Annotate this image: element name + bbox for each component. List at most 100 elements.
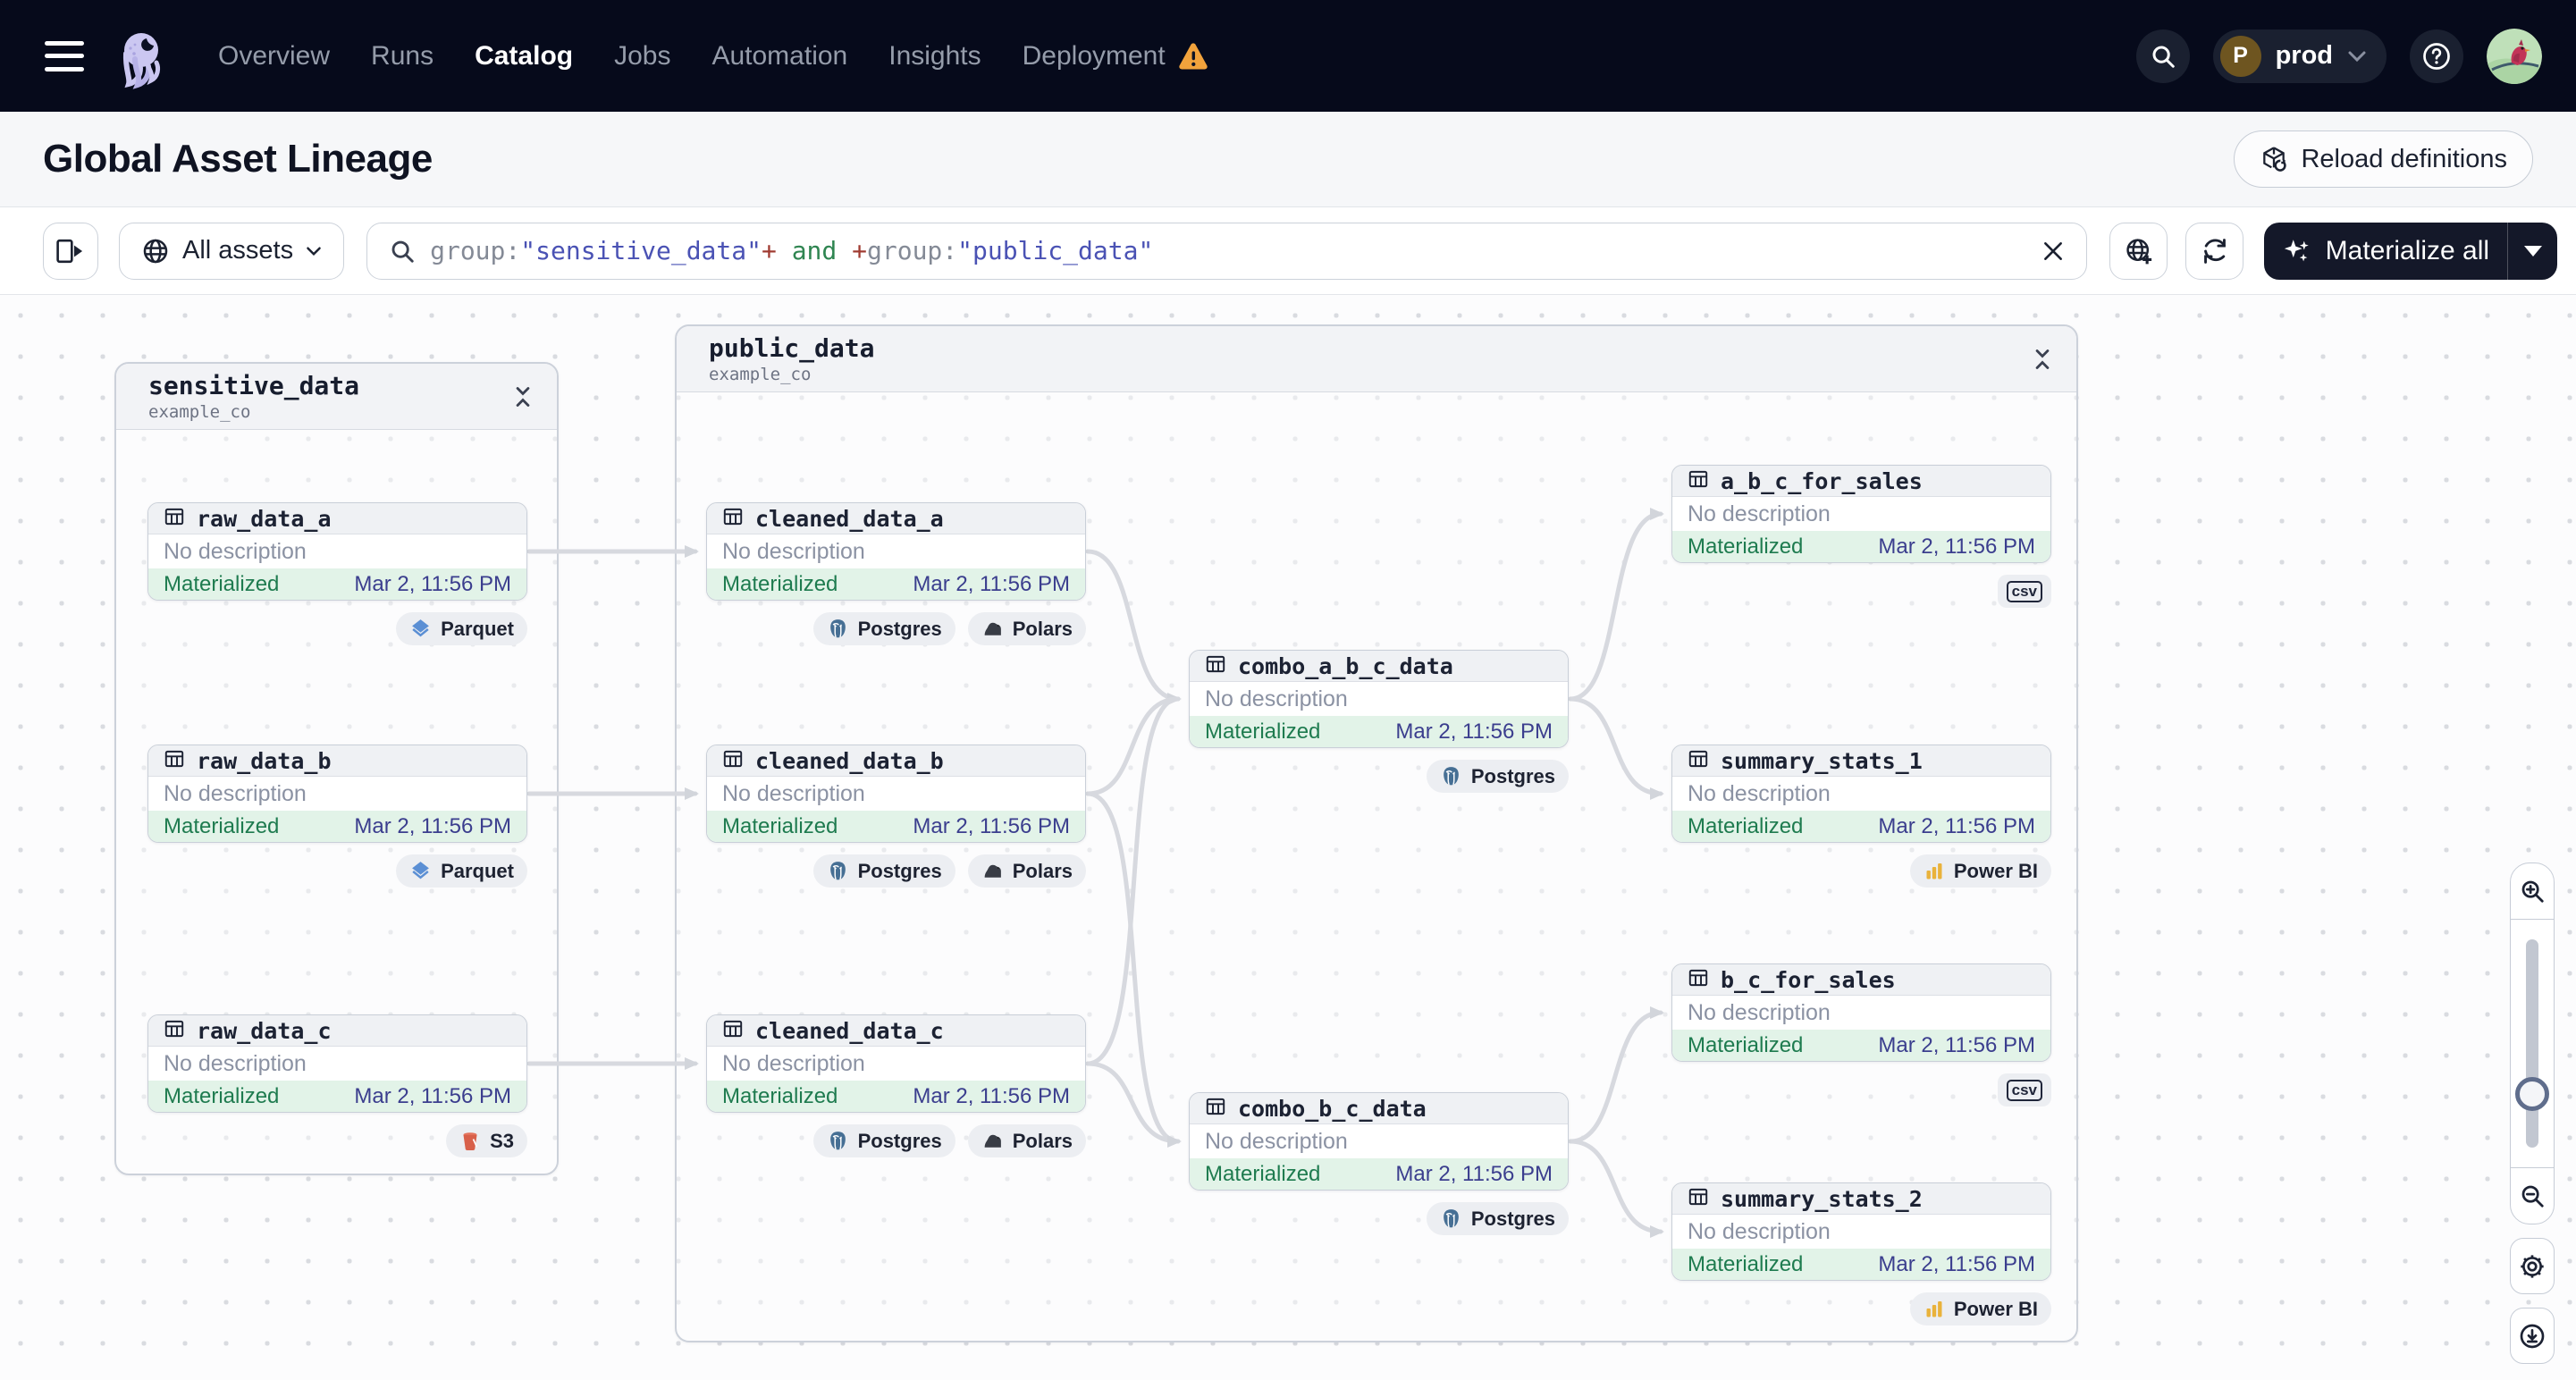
kind-badge-power-bi[interactable]: Power BI — [1909, 854, 2051, 888]
asset-name: b_c_for_sales — [1721, 966, 1896, 993]
kind-badge-postgres[interactable]: Postgres — [1426, 1202, 1569, 1235]
materialization-timestamp: Mar 2, 11:56 PM — [913, 571, 1070, 596]
asset-node-summary_stats_2[interactable]: summary_stats_2 No description Materiali… — [1671, 1182, 2051, 1281]
materialized-status: Materialized — [1688, 534, 1804, 559]
zoom-in-button[interactable] — [2511, 863, 2554, 919]
nav-item-insights[interactable]: Insights — [888, 40, 981, 71]
zoom-slider-track[interactable] — [2526, 939, 2538, 1148]
asset-node-raw_data_c[interactable]: raw_data_c No description Materialized M… — [147, 1014, 527, 1113]
search-icon — [391, 240, 414, 263]
environment-switcher[interactable]: P prod — [2212, 29, 2387, 83]
refresh-button[interactable] — [2185, 222, 2244, 280]
edge-combo1-stats1 — [1568, 696, 1664, 800]
polars-icon — [981, 860, 1004, 882]
zoom-out-button[interactable] — [2511, 1168, 2554, 1224]
nav-item-catalog[interactable]: Catalog — [475, 40, 574, 71]
asset-search-input[interactable]: group:"sensitive_data"+ and +group:"publ… — [366, 222, 2088, 280]
kind-badge-power-bi[interactable]: Power BI — [1909, 1292, 2051, 1325]
kind-badge-polars[interactable]: Polars — [967, 1124, 1086, 1157]
materialized-status: Materialized — [722, 813, 838, 838]
asset-description: No description — [1205, 686, 1348, 711]
group-header[interactable]: sensitive_data example_co — [116, 364, 557, 430]
badge-label: Power BI — [1953, 859, 2038, 882]
query-token: + — [761, 236, 777, 265]
group-repo-label: example_co — [148, 402, 251, 422]
asset-node-cleaned_data_b[interactable]: cleaned_data_b No description Materializ… — [706, 745, 1086, 843]
materialize-options-button[interactable] — [2508, 223, 2557, 280]
asset-name: a_b_c_for_sales — [1721, 467, 1923, 494]
materialized-status: Materialized — [1205, 1161, 1321, 1186]
dagster-logo-icon[interactable] — [107, 23, 173, 89]
asset-node-raw_data_b[interactable]: raw_data_b No description Materialized M… — [147, 745, 527, 843]
kind-badge-postgres[interactable]: Postgres — [812, 612, 955, 645]
kind-badge-parquet[interactable]: Parquet — [396, 854, 527, 888]
kind-badge-csv[interactable]: csv — [1997, 1073, 2051, 1107]
kind-badge-csv[interactable]: csv — [1997, 575, 2051, 608]
page-header: Global Asset Lineage Reload definitions — [0, 112, 2576, 207]
query-token: group — [867, 236, 943, 265]
asset-name: combo_b_c_data — [1238, 1095, 1427, 1122]
asset-node-cleaned_data_a[interactable]: cleaned_data_a No description Materializ… — [706, 502, 1086, 601]
menu-icon[interactable] — [45, 40, 84, 72]
help-icon[interactable] — [2410, 29, 2463, 83]
environment-initial: P — [2219, 35, 2261, 77]
nav-item-jobs[interactable]: Jobs — [614, 40, 671, 71]
kind-badge-postgres[interactable]: Postgres — [812, 854, 955, 888]
kind-badge-s3[interactable]: S3 — [446, 1124, 527, 1157]
materialize-all-button[interactable]: Materialize all — [2264, 223, 2507, 280]
asset-scope-dropdown[interactable]: All assets — [119, 222, 345, 280]
chevron-down-icon — [307, 246, 321, 256]
asset-node-raw_data_a[interactable]: raw_data_a No description Materialized M… — [147, 502, 527, 601]
badge-row: Postgres Polars — [706, 1124, 1086, 1157]
kind-badge-polars[interactable]: Polars — [967, 612, 1086, 645]
group-header[interactable]: public_data example_co — [677, 326, 2076, 392]
nav-item-deployment[interactable]: Deployment — [1022, 40, 1166, 71]
kind-badge-polars[interactable]: Polars — [967, 854, 1086, 888]
nav-item-overview[interactable]: Overview — [218, 40, 331, 71]
kind-badge-postgres[interactable]: Postgres — [812, 1124, 955, 1157]
materialized-status: Materialized — [164, 1083, 280, 1108]
asset-node-combo_a_b_c_data[interactable]: combo_a_b_c_data No description Material… — [1189, 650, 1569, 748]
query-token: + — [852, 236, 867, 265]
asset-node-cleaned_data_c[interactable]: cleaned_data_c No description Materializ… — [706, 1014, 1086, 1113]
kind-badge-postgres[interactable]: Postgres — [1426, 760, 1569, 793]
graph-settings-button[interactable] — [2510, 1238, 2555, 1294]
badge-row: Parquet — [147, 854, 527, 888]
power-bi-icon — [1924, 861, 1945, 882]
environment-name: prod — [2275, 41, 2333, 70]
search-icon[interactable] — [2135, 29, 2190, 83]
reload-definitions-button[interactable]: Reload definitions — [2234, 130, 2533, 188]
table-icon — [1687, 966, 1710, 994]
asset-node-summary_stats_1[interactable]: summary_stats_1 No description Materiali… — [1671, 745, 2051, 843]
nav-item-runs[interactable]: Runs — [371, 40, 434, 71]
table-icon — [1687, 1185, 1710, 1213]
asset-node-b_c_for_sales[interactable]: b_c_for_sales No description Materialize… — [1671, 963, 2051, 1062]
query-token: : — [505, 236, 521, 265]
asset-name: raw_data_c — [197, 1017, 332, 1044]
new-tab-globe-button[interactable] — [2109, 222, 2168, 280]
zoom-slider[interactable] — [2511, 919, 2554, 1168]
asset-name: combo_a_b_c_data — [1238, 652, 1453, 679]
materialization-timestamp: Mar 2, 11:56 PM — [1878, 534, 2035, 559]
query-token: and — [776, 236, 853, 265]
toggle-sidebar-button[interactable] — [43, 222, 98, 280]
asset-node-combo_b_c_data[interactable]: combo_b_c_data No description Materializ… — [1189, 1092, 1569, 1191]
kind-badge-parquet[interactable]: Parquet — [396, 612, 527, 645]
nav-item-automation[interactable]: Automation — [711, 40, 848, 71]
asset-description: No description — [164, 780, 307, 806]
materialized-status: Materialized — [1688, 813, 1804, 838]
zoom-slider-handle[interactable] — [2515, 1077, 2549, 1111]
collapse-group-icon[interactable] — [512, 385, 534, 408]
clear-search-icon[interactable] — [2041, 240, 2065, 263]
collapse-group-icon[interactable] — [2032, 348, 2053, 371]
badge-row: S3 — [147, 1124, 527, 1157]
asset-node-a_b_c_for_sales[interactable]: a_b_c_for_sales No description Materiali… — [1671, 465, 2051, 563]
download-image-button[interactable] — [2510, 1308, 2555, 1364]
badge-row: Postgres — [1189, 1202, 1569, 1235]
asset-description: No description — [1688, 999, 1831, 1025]
lineage-canvas[interactable]: sensitive_data example_co public_data ex… — [0, 295, 2576, 1380]
asset-name: summary_stats_1 — [1721, 747, 1923, 774]
postgres-icon — [1440, 765, 1462, 787]
asset-name: cleaned_data_c — [755, 1017, 944, 1044]
user-avatar[interactable] — [2487, 28, 2542, 84]
